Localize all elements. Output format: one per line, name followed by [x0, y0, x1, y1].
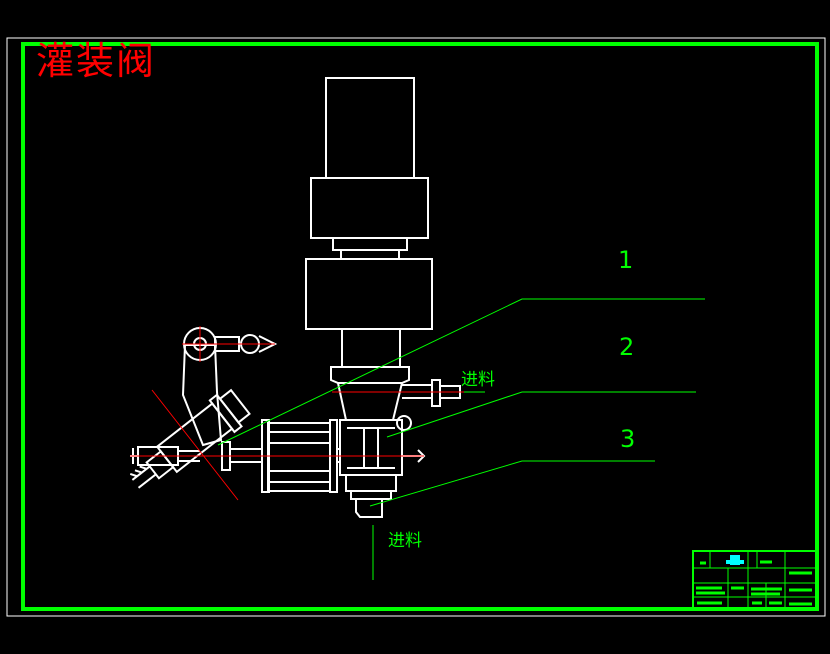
conical-body [337, 382, 403, 421]
spool-shaft [230, 448, 340, 463]
valve-body-block [305, 258, 433, 330]
outlet-neck [350, 490, 392, 500]
side-knob [396, 415, 412, 431]
spool-housing [267, 422, 331, 492]
centerlines [130, 326, 475, 501]
title-block [692, 550, 818, 610]
inlet-pipe-right [402, 384, 432, 399]
angled-valve [129, 388, 251, 489]
flange [330, 366, 410, 384]
flow-label-inlet-bottom: 进料 [388, 531, 422, 551]
leader-2 [386, 391, 696, 438]
flow-label-inlet-right: 进料 [461, 370, 495, 390]
drawing-frame [21, 42, 819, 611]
title-block-logo [726, 555, 744, 565]
angled-valve-tail [145, 449, 175, 480]
spool-ribs [268, 431, 330, 483]
left-stub-link [178, 450, 200, 462]
drawing-title: 灌装阀 [36, 39, 156, 83]
part-number-1: 1 [618, 246, 633, 274]
paper-border [6, 37, 826, 617]
angled-valve-ring [208, 393, 243, 434]
leader-1 [217, 298, 705, 446]
part-number-2: 2 [619, 333, 634, 361]
part-number-3: 3 [620, 425, 635, 453]
actuator-head [310, 177, 429, 239]
leader-lines [217, 298, 705, 580]
valve-assembly [129, 77, 461, 518]
actuator-cylinder [325, 77, 415, 179]
chamber-inner [347, 427, 395, 469]
title-block-grid [693, 551, 817, 609]
angled-valve-cap [218, 388, 251, 424]
title-block-frame [692, 550, 818, 610]
title-block-hatching [696, 560, 812, 606]
neck-upper [332, 237, 408, 251]
centerline-angled [151, 389, 239, 501]
leader-3 [369, 460, 655, 507]
angled-valve-fitting [129, 465, 157, 489]
outlet-collar [345, 474, 397, 492]
inlet-flange-right [431, 379, 441, 407]
neck-collar [340, 249, 400, 260]
outlet-spout [355, 499, 383, 518]
